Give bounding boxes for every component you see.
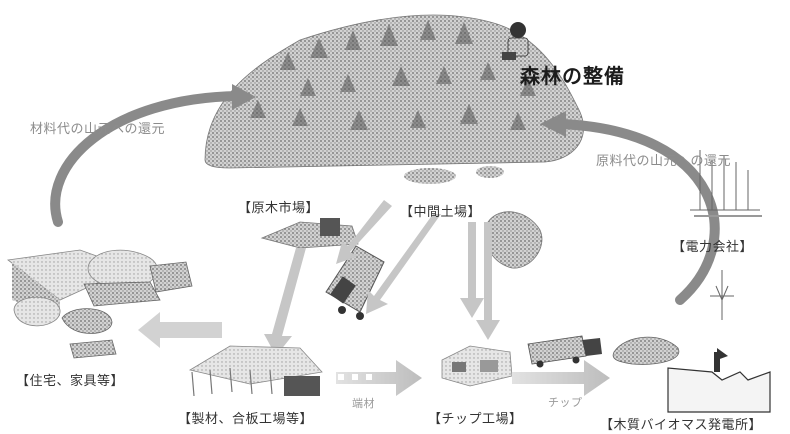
- label-return-left: 材料代の山元への還元: [30, 122, 166, 137]
- power-company-illustration: [690, 150, 762, 320]
- biomass-plant-illustration: [667, 348, 771, 413]
- chip-arrow: [512, 360, 610, 396]
- return-arrow-right: [540, 111, 720, 305]
- chip-pile-plant-illustration: [612, 336, 680, 365]
- forest-mountain-illustration: [204, 14, 584, 184]
- chip-truck-illustration: [527, 335, 602, 368]
- return-arrow-left: [50, 84, 256, 227]
- log-flow-arrows: [264, 200, 500, 356]
- label-log-market: 【原木市場】: [238, 201, 320, 216]
- log-market-illustration: [260, 218, 359, 249]
- label-forest-maintenance: 森林の整備: [520, 64, 625, 88]
- label-chip: チップ: [548, 396, 583, 409]
- offcut-arrow: [336, 360, 422, 396]
- housing-furniture-illustration: [6, 249, 193, 359]
- sawmill-illustration: [188, 345, 323, 397]
- label-sawmill-plywood: 【製材、合板工場等】: [178, 412, 314, 427]
- label-offcut: 端材: [352, 397, 375, 410]
- label-power-company: 【電力会社】: [672, 240, 754, 255]
- product-arrow: [138, 312, 222, 348]
- chip-factory-illustration: [441, 345, 513, 387]
- label-housing-furniture: 【住宅、家具等】: [16, 374, 125, 389]
- label-biomass-plant: 【木質バイオマス発電所】: [600, 418, 763, 433]
- chip-pile-illustration: [485, 211, 543, 269]
- forester-figure: [502, 22, 529, 60]
- label-return-right: 原料代の山元への還元: [596, 154, 732, 169]
- label-intermediate-yard: 【中間土場】: [400, 205, 482, 220]
- label-chip-factory: 【チップ工場】: [428, 412, 523, 427]
- log-truck-illustration: [325, 245, 385, 320]
